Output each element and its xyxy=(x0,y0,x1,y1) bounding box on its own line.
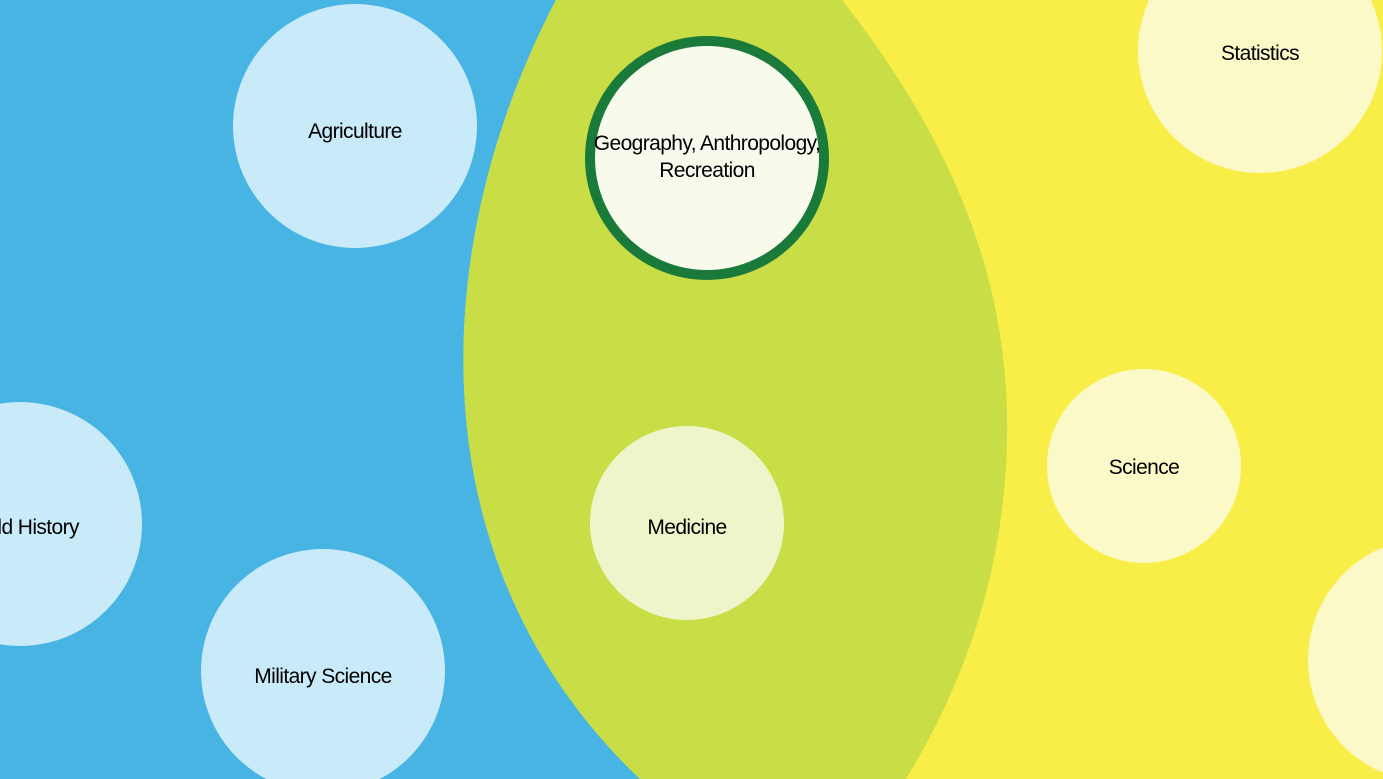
bubble-label: Science xyxy=(1109,456,1180,479)
bubble-label-line: Geography, Anthropology, xyxy=(594,132,821,155)
bubble-unlabeled-yellow[interactable] xyxy=(1308,538,1383,779)
bubble-label-line: Recreation xyxy=(659,159,755,182)
bubble-medicine[interactable]: Medicine xyxy=(590,426,784,620)
bubble-label: Agriculture xyxy=(308,120,402,143)
bubble-circle[interactable] xyxy=(590,426,784,620)
bubble-label: Statistics xyxy=(1221,42,1299,65)
bubble-circle[interactable] xyxy=(201,549,445,779)
bubble-military-science[interactable]: Military Science xyxy=(201,549,445,779)
bubble-circle[interactable] xyxy=(233,4,477,248)
bubble-geography[interactable]: Geography, Anthropology, Recreation xyxy=(585,36,829,280)
bubble-label: Medicine xyxy=(647,516,726,539)
region-left xyxy=(0,0,640,779)
bubble-science[interactable]: Science xyxy=(1047,369,1241,563)
bubble-circle[interactable] xyxy=(585,36,829,280)
bubble-label: Military Science xyxy=(254,665,391,688)
bubble-statistics[interactable]: Statistics xyxy=(1138,0,1382,173)
bubble-circle[interactable] xyxy=(1308,538,1383,779)
bubble-label: World History xyxy=(0,516,80,539)
bubble-world-history[interactable]: World History xyxy=(0,402,142,646)
bubble-label: Geography, Anthropology, Recreation xyxy=(594,132,821,182)
bubble-circle[interactable] xyxy=(1138,0,1382,173)
bubble-agriculture[interactable]: Agriculture xyxy=(233,4,477,248)
bubble-circle[interactable] xyxy=(1047,369,1241,563)
bubble-circle[interactable] xyxy=(0,402,142,646)
